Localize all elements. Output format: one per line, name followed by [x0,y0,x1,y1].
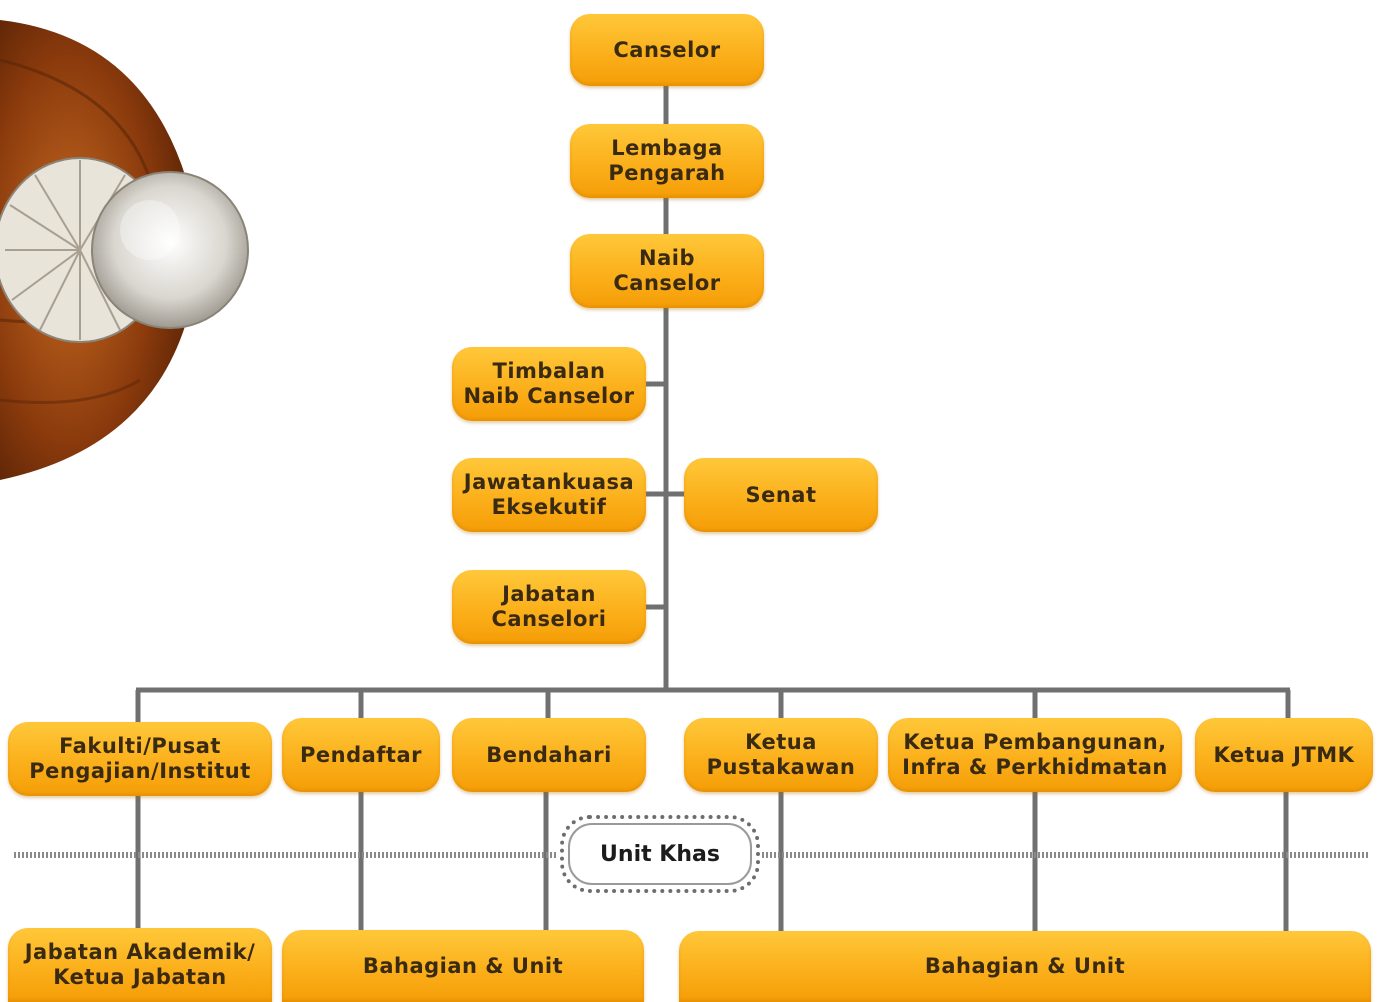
canselor-label: Canselor [613,37,721,62]
canselor-box: Canselor [570,14,764,86]
naib-canselor-box: Naib Canselor [570,234,764,308]
jabatan-canselori-label: Jabatan Canselori [491,582,607,631]
timbalan-naib-canselor-label: Timbalan Naib Canselor [463,359,635,408]
senat-label: Senat [745,482,817,507]
lembaga-pengarah-label: Lembaga Pengarah [608,136,726,185]
branch-box-bendahari: Bendahari [452,718,646,792]
branch-box-fakulti: Fakulti/Pusat Pengajian/Institut [8,722,272,796]
bahagian-unit-right-box: Bahagian & Unit [679,931,1371,1002]
senat-box: Senat [684,458,878,532]
naib-canselor-label: Naib Canselor [613,246,721,295]
branch-box-ketua-pembangunan: Ketua Pembangunan, Infra & Perkhidmatan [888,718,1182,792]
bahagian-unit-right-label: Bahagian & Unit [924,954,1126,978]
jawatankuasa-eksekutif-box: Jawatankuasa Eksekutif [452,458,646,532]
timbalan-naib-canselor-box: Timbalan Naib Canselor [452,347,646,421]
unit-khas-inner-border [568,823,752,885]
jabatan-canselori-box: Jabatan Canselori [452,570,646,644]
branch-box-ketua-jtmk: Ketua JTMK [1195,718,1373,792]
branch-label-pendaftar: Pendaftar [300,742,422,767]
branch-label-ketua-pustakawan: Ketua Pustakawan [706,730,856,779]
jawatankuasa-eksekutif-label: Jawatankuasa Eksekutif [463,470,635,519]
bahagian-unit-left-box: Bahagian & Unit [282,930,644,1002]
branch-label-fakulti: Fakulti/Pusat Pengajian/Institut [29,734,251,783]
branch-box-pendaftar: Pendaftar [282,718,440,792]
jabatan-akademik-box: Jabatan Akademik/ Ketua Jabatan [8,928,272,1002]
branch-label-bendahari: Bendahari [486,742,612,767]
branch-label-ketua-jtmk: Ketua JTMK [1213,742,1355,767]
unit-khas-label: Unit Khas [600,841,720,867]
jabatan-akademik-label: Jabatan Akademik/ Ketua Jabatan [24,940,256,989]
ceremonial-emblem-image [0,20,249,480]
lembaga-pengarah-box: Lembaga Pengarah [570,124,764,198]
unit-khas-box: Unit Khas [560,815,760,893]
branch-box-ketua-pustakawan: Ketua Pustakawan [684,718,878,792]
branch-label-ketua-pembangunan: Ketua Pembangunan, Infra & Perkhidmatan [902,730,1168,779]
bahagian-unit-left-label: Bahagian & Unit [362,953,564,978]
